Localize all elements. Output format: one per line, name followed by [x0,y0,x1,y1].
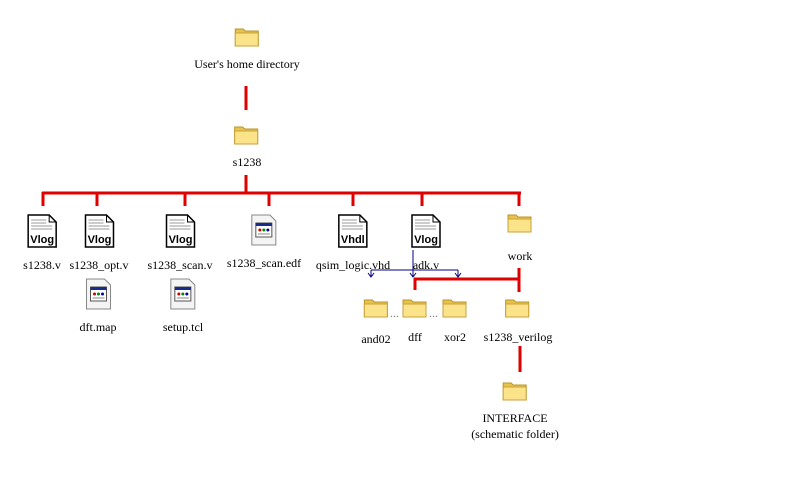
verilog-file-icon: Vlog [83,214,115,252]
node-and02[interactable]: and02 [361,296,391,346]
folder-icon [363,296,389,322]
node-label: s1238_scan.edf [226,256,302,270]
application-file-icon [169,278,197,314]
svg-text:Vlog: Vlog [87,234,111,246]
folder-icon [505,296,531,322]
node-sublabel: (schematic folder) [471,427,559,441]
arrow-head [454,272,462,278]
node-s1238-scan-edf[interactable]: s1238_scan.edf [227,214,301,270]
node-label: s1238.v [23,258,61,272]
folder-icon [234,25,260,51]
folder-icon [502,379,528,405]
node-adk-v[interactable]: Vlog adk.v [410,214,442,272]
folder-icon [402,296,428,322]
node-qsim-logic-vhd[interactable]: Vhdl qsim_logic.vhd [316,214,390,272]
node-s1238-scan-v[interactable]: Vlog s1238_scan.v [148,214,213,272]
node-s1238-verilog[interactable]: s1238_verilog [483,296,553,344]
ellipsis: ... [390,306,399,320]
node-dft-map[interactable]: dft.map [80,278,117,334]
arrow-head [367,272,375,278]
node-s1238-v[interactable]: Vlog s1238.v [23,214,61,272]
svg-text:Vlog: Vlog [168,234,192,246]
svg-text:Vlog: Vlog [414,234,438,246]
node-home[interactable]: User's home directory [194,25,300,71]
node-label: dff [408,330,422,344]
node-label: and02 [361,332,391,346]
node-label: s1238_scan.v [147,258,213,272]
ellipsis: ... [429,306,438,320]
node-setup-tcl[interactable]: setup.tcl [163,278,203,334]
node-label: dft.map [79,320,117,334]
node-label: s1238_verilog [483,330,553,344]
node-label: qsim_logic.vhd [315,258,391,272]
svg-text:Vlog: Vlog [30,234,54,246]
node-interface[interactable]: INTERFACE (schematic folder) [471,379,559,441]
node-label: s1238_opt.v [69,258,129,272]
node-s1238-opt-v[interactable]: Vlog s1238_opt.v [69,214,129,272]
verilog-file-icon: Vlog [26,214,58,252]
verilog-file-icon: Vlog [410,214,442,252]
node-s1238[interactable]: s1238 [232,123,262,169]
node-label: setup.tcl [162,320,204,334]
node-xor2[interactable]: xor2 [442,296,468,344]
application-file-icon [84,278,112,314]
verilog-file-icon: Vlog [164,214,196,252]
node-dff[interactable]: dff [402,296,428,344]
node-label: xor2 [444,330,466,344]
node-work[interactable]: work [507,211,533,263]
application-file-icon [250,214,278,250]
folder-icon [442,296,468,322]
svg-text:Vhdl: Vhdl [341,234,365,246]
folder-icon [507,211,533,237]
node-label: adk.v [412,258,440,272]
vhdl-file-icon: Vhdl [337,214,369,252]
node-label: User's home directory [194,57,300,71]
node-label: INTERFACE [482,411,548,425]
node-label: work [507,249,533,263]
folder-icon [234,123,260,149]
arrow-head [409,272,417,278]
node-label: s1238 [232,155,262,169]
